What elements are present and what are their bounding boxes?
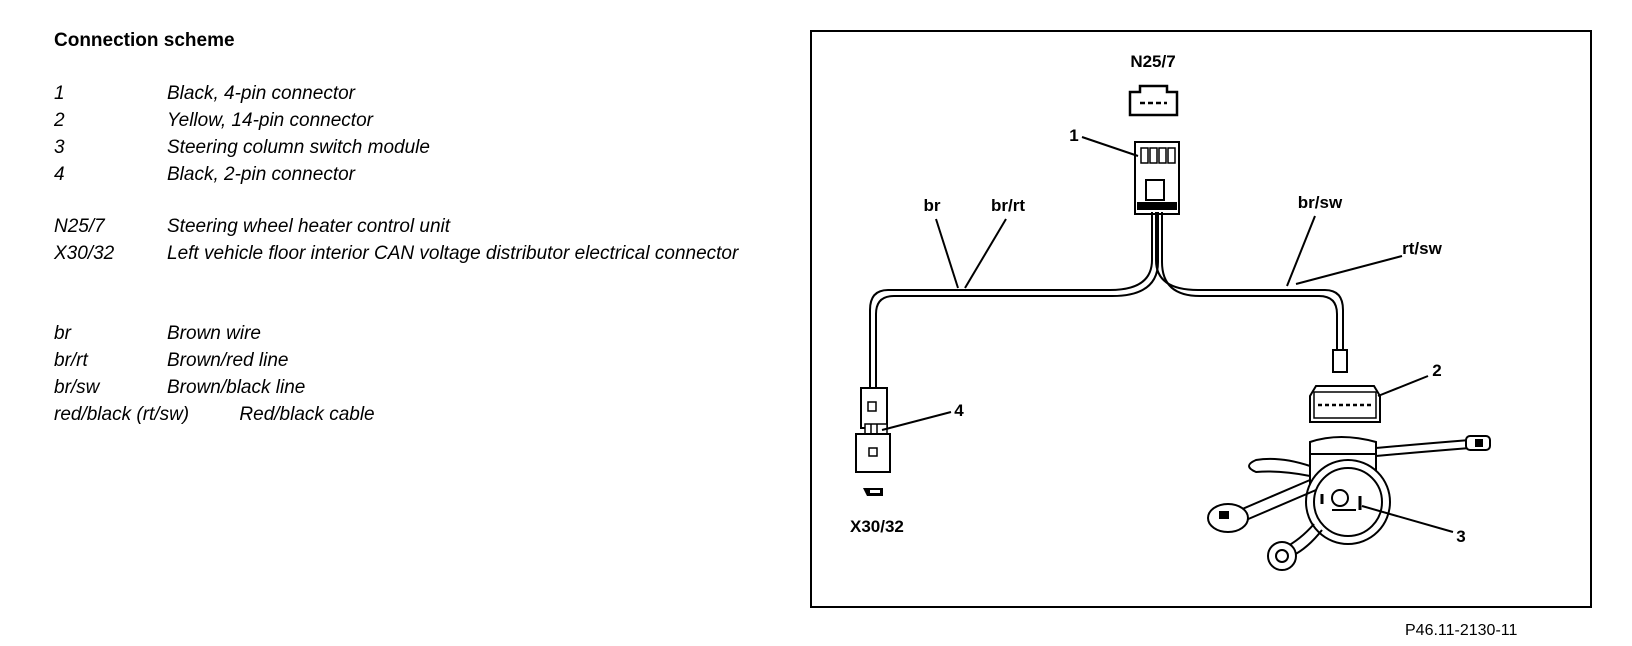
connector-1-icon [1134, 141, 1180, 215]
leader-callout-4 [881, 411, 952, 431]
legend-wire-code: br/sw [54, 377, 100, 398]
legend-item-desc: Black, 4-pin connector [167, 83, 355, 104]
legend-wire-code: br/rt [54, 350, 88, 371]
legend-panel: Connection scheme 1 Black, 4-pin connect… [54, 0, 774, 646]
legend-wire-desc: Brown wire [167, 323, 261, 344]
callout-3: 3 [1456, 527, 1465, 546]
legend-component-desc: Steering wheel heater control unit [167, 216, 451, 237]
legend-wire-code: red/black (rt/sw) [54, 404, 190, 425]
legend-wire-code: br [54, 323, 71, 344]
legend-wire-desc: Red/black cable [239, 404, 375, 425]
wire-label-br-rt: br/rt [991, 196, 1025, 215]
callout-1: 1 [1069, 126, 1078, 145]
connector-4-icon [860, 387, 888, 435]
harness-right-branch [1155, 212, 1344, 352]
leader-callout-1 [1081, 136, 1139, 157]
callout-4: 4 [954, 401, 964, 420]
legend-item-code: 3 [54, 137, 65, 158]
label-n25-7: N25/7 [1130, 52, 1175, 71]
plug-end-icon [1332, 349, 1348, 373]
wiring-diagram: N25/7 br br/rt br/sw rt/sw [810, 30, 1592, 608]
figure-code: P46.11-2130-11 [1405, 622, 1518, 639]
harness-left-branch [869, 212, 1159, 390]
legend-component-desc: Left vehicle floor interior CAN voltage … [167, 243, 739, 264]
legend-item-desc: Yellow, 14-pin connector [167, 110, 373, 131]
leader-br-rt [964, 218, 1007, 289]
legend-component-code: X30/32 [54, 243, 115, 264]
leader-callout-3 [1361, 505, 1454, 533]
x30-32-connector-icon [855, 433, 891, 496]
legend-component-code: N25/7 [54, 216, 105, 237]
legend-item-code: 1 [54, 83, 65, 104]
diagram-frame [810, 30, 1592, 608]
legend-wire-desc: Brown/black line [167, 377, 306, 398]
legend-item-code: 4 [54, 164, 65, 185]
callout-2: 2 [1432, 361, 1441, 380]
connector-2-icon [1309, 385, 1381, 423]
wire-label-br: br [924, 196, 941, 215]
legend-item-desc: Steering column switch module [167, 137, 430, 158]
legend-item-desc: Black, 2-pin connector [167, 164, 355, 185]
legend-wire-rt-sw: red/black (rt/sw) Red/black cable [54, 401, 375, 428]
label-x30-32: X30/32 [850, 517, 904, 536]
legend-heading: Connection scheme [54, 30, 235, 51]
leader-br-sw [1286, 215, 1316, 287]
n25-7-control-unit-icon [1128, 84, 1179, 117]
wire-label-rt-sw: rt/sw [1402, 239, 1442, 258]
wire-label-br-sw: br/sw [1298, 193, 1343, 212]
legend-item-code: 2 [54, 110, 65, 131]
legend-wire-desc: Brown/red line [167, 350, 289, 371]
leader-callout-2 [1377, 375, 1429, 397]
leader-rt-sw [1295, 255, 1403, 285]
wiring-diagram-svg: N25/7 br br/rt br/sw rt/sw [810, 30, 1592, 608]
leader-br [935, 218, 959, 289]
steering-column-switch-module-icon [1207, 435, 1491, 571]
